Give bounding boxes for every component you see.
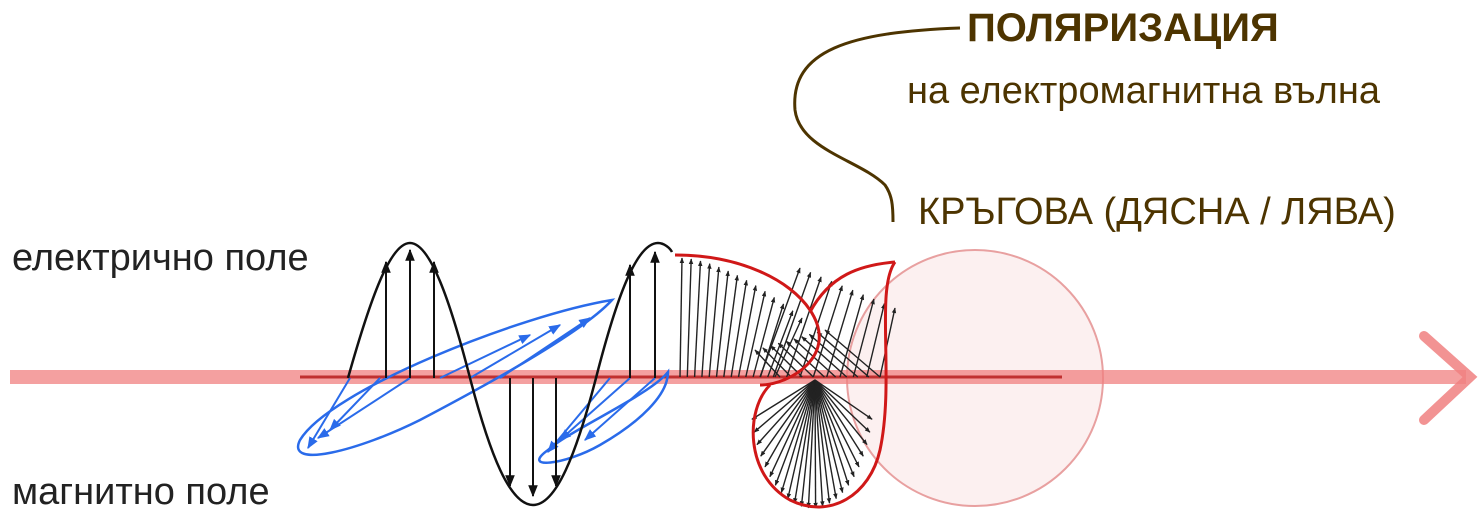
rotating-vector: [799, 379, 816, 507]
rotating-vector: [774, 317, 803, 378]
rotating-vector: [793, 379, 816, 504]
magnetic-loop-right: [538, 368, 670, 464]
magnetic-field-label: магнитно поле: [12, 471, 270, 513]
rotating-vector: [723, 274, 739, 378]
rotating-vector: [866, 303, 886, 378]
rotating-vector: [764, 379, 816, 468]
rotating-vector: [814, 379, 855, 478]
rotating-vector: [737, 285, 758, 378]
rotating-vector: [806, 379, 816, 509]
polarization-type-label: КРЪГОВА (ДЯСНА / ЛЯВА): [918, 191, 1396, 233]
rotating-vector: [814, 379, 850, 486]
rotating-vector: [752, 296, 776, 378]
diagram-title: ПОЛЯРИЗАЦИЯ: [967, 6, 1279, 50]
rotating-vector: [754, 349, 781, 378]
title-bracket: [793, 26, 961, 223]
axis-arrowhead: [1419, 331, 1478, 425]
rotating-vector: [814, 379, 844, 494]
electric-field-label: електрично поле: [12, 237, 309, 279]
rotating-vector: [780, 379, 816, 494]
rotating-vector: [777, 342, 814, 378]
magnetic-field-wave: [296, 298, 670, 464]
rotating-vector: [769, 379, 816, 478]
rotating-field-vectors: [679, 257, 897, 509]
rotating-vector: [745, 290, 767, 378]
rotating-vector: [839, 294, 865, 378]
diagram-subtitle: на електромагнитна вълна: [907, 70, 1380, 112]
rotating-vector: [786, 276, 822, 378]
rotating-vector: [852, 298, 875, 378]
rotating-vector: [708, 266, 721, 378]
rotating-vector: [793, 338, 837, 378]
rotating-vector: [701, 263, 712, 378]
rotating-vector: [715, 270, 730, 378]
rotating-vector: [814, 379, 871, 433]
rotating-vector: [879, 307, 897, 378]
rotating-vector: [693, 260, 703, 378]
rotating-vector: [814, 379, 868, 446]
magnetic-field-vectors: [307, 317, 656, 453]
rotating-vector: [814, 379, 832, 504]
magnetic-loop-left: [296, 298, 616, 457]
rotating-vector: [756, 379, 816, 446]
rotating-vector: [814, 379, 825, 507]
rotating-vector: [751, 379, 816, 420]
rotating-vector: [786, 379, 816, 500]
rotating-vector: [814, 379, 864, 457]
rotating-vector: [760, 379, 816, 457]
rotating-vector: [785, 340, 825, 378]
rotating-vector: [814, 379, 860, 468]
rotating-vector: [753, 379, 816, 433]
rotating-vector: [824, 329, 881, 378]
rotating-vector: [772, 271, 812, 378]
propagation-axis: [10, 331, 1478, 425]
rotating-vector: [801, 336, 848, 378]
rotating-vector: [814, 379, 838, 500]
rotating-vector: [774, 379, 816, 486]
rotating-vector: [679, 257, 685, 378]
rotating-vector: [759, 267, 801, 378]
rotating-vector: [686, 258, 694, 378]
rotating-vector: [814, 379, 873, 420]
rotating-vector: [813, 379, 818, 509]
electric-field-vectors: [381, 248, 660, 498]
electric-field-wave: [346, 241, 674, 507]
circular-polarization-curve: [674, 253, 897, 509]
rotating-vector: [816, 331, 870, 378]
rotating-vector: [799, 280, 833, 378]
rotating-vector: [762, 347, 792, 378]
rotating-vector: [730, 279, 749, 378]
